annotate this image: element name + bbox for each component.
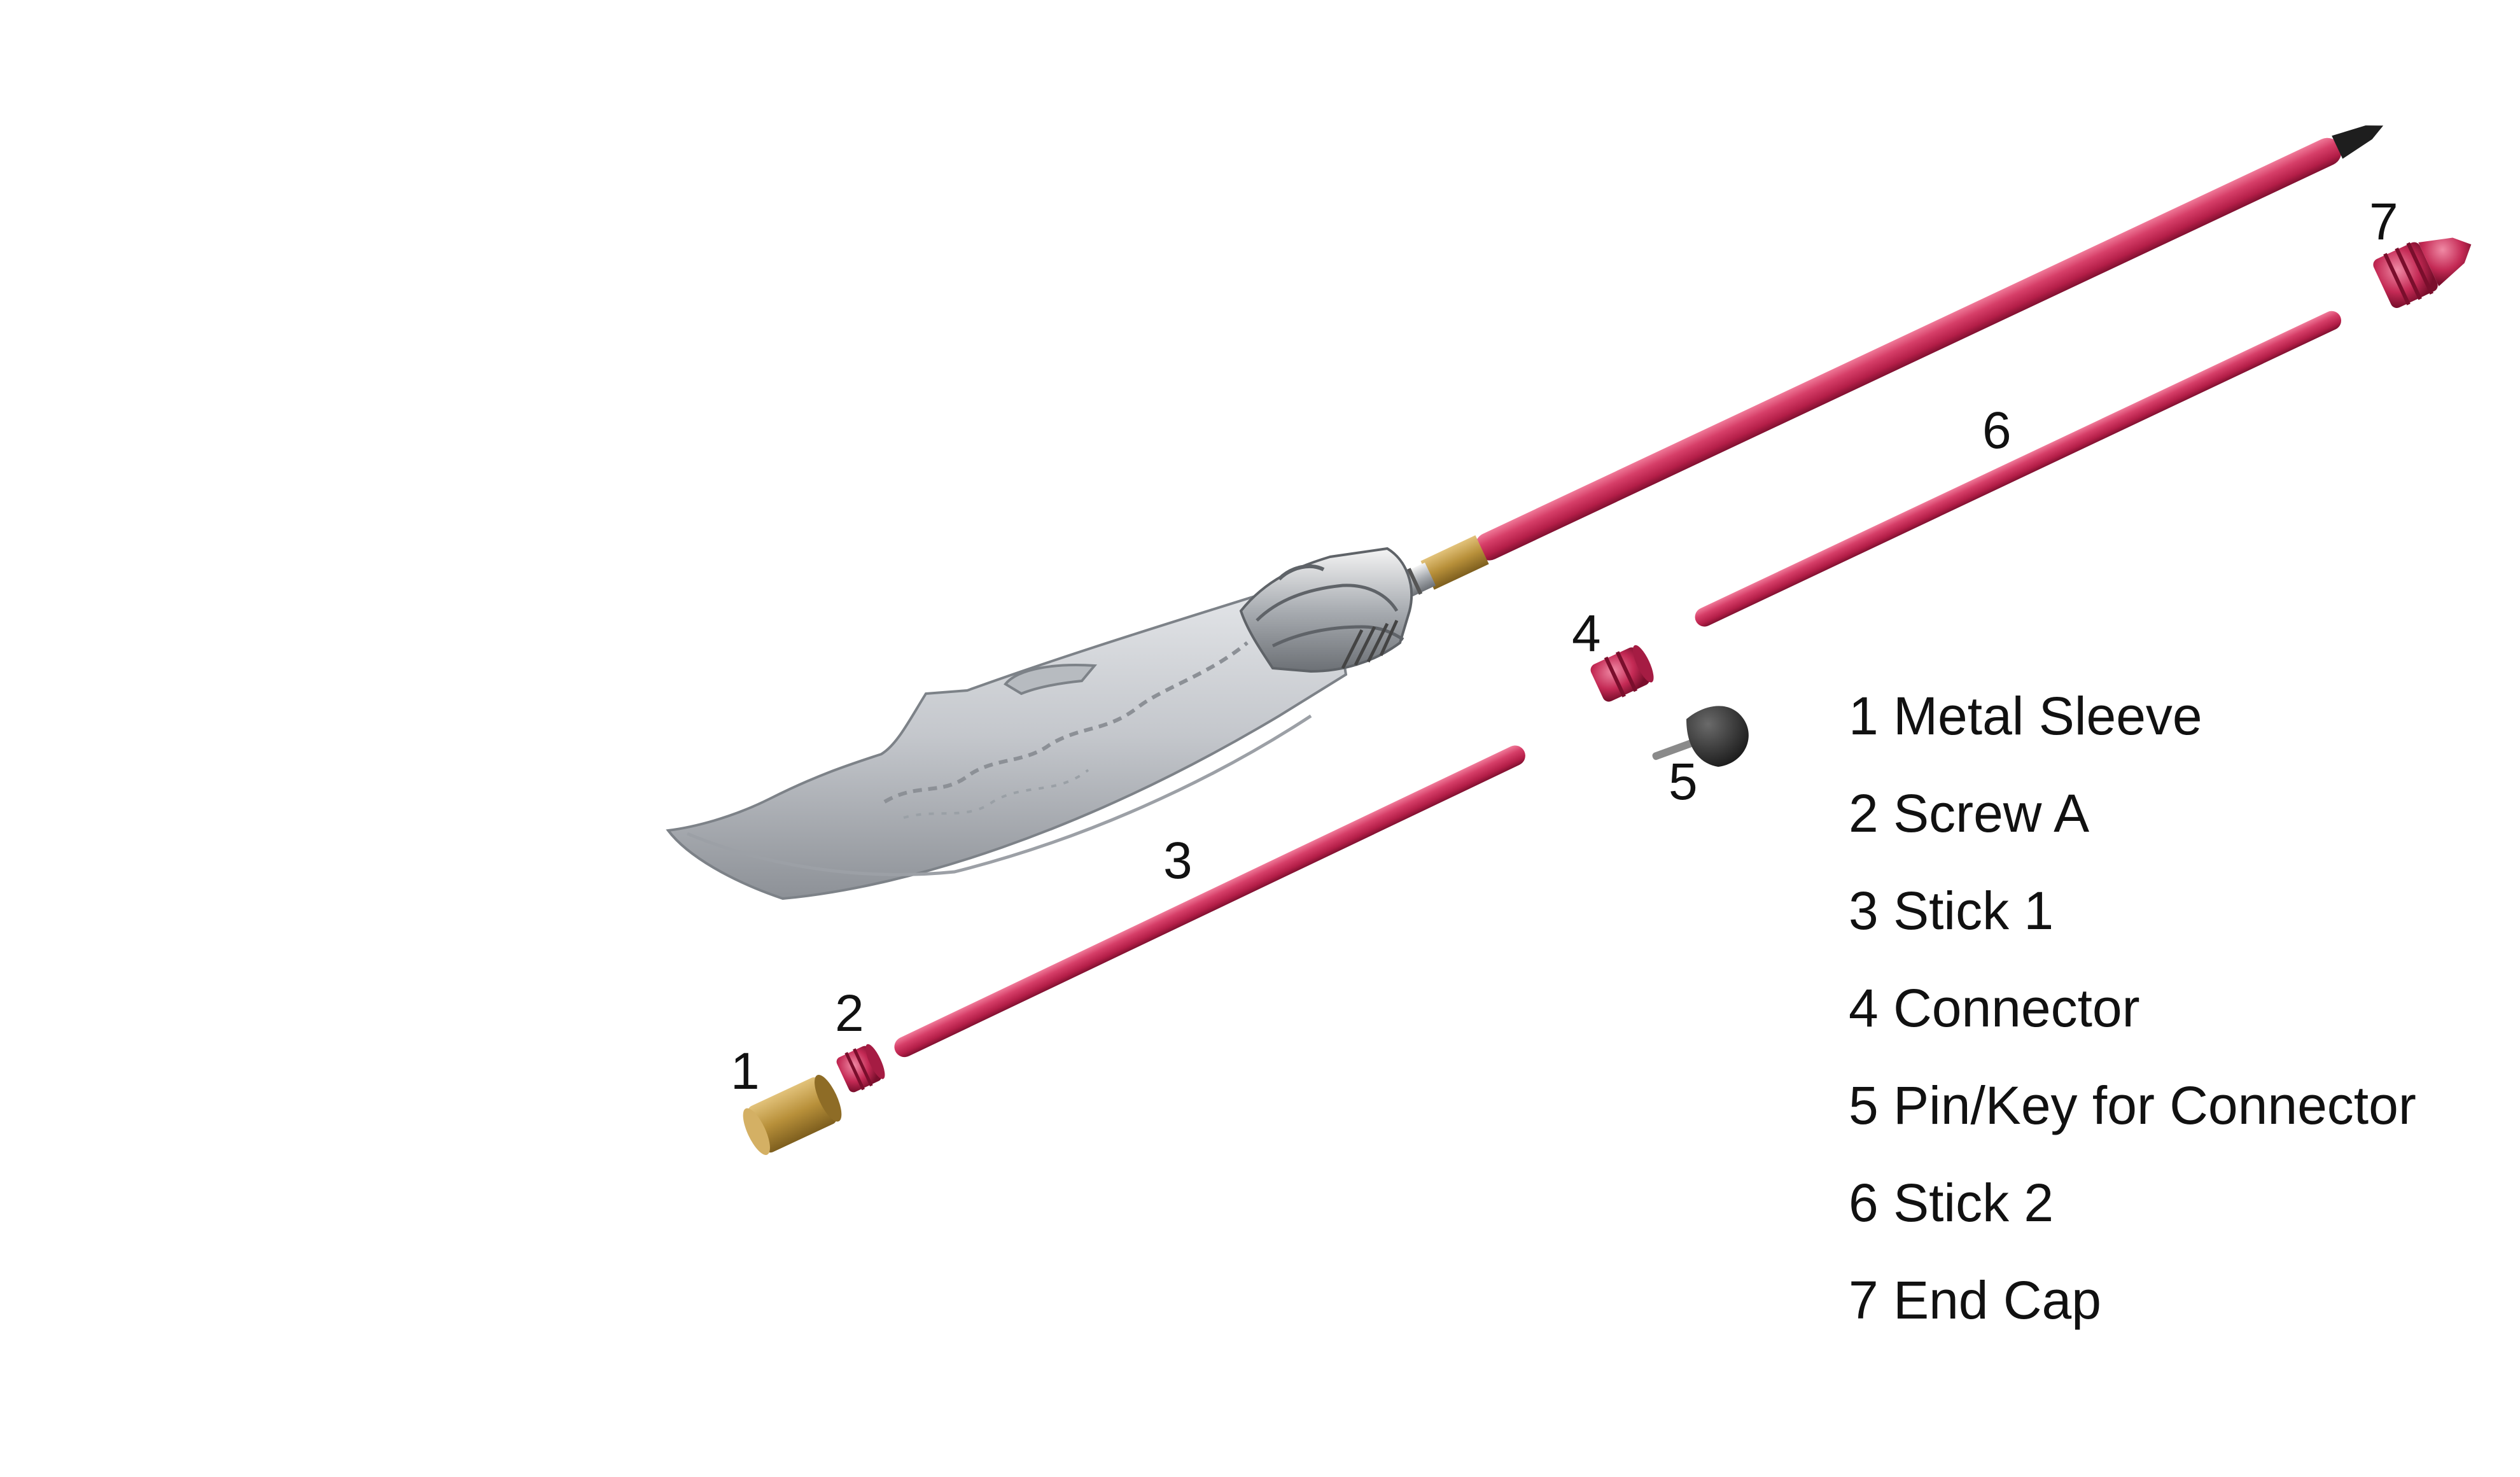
legend-label: Stick 1 [1893,881,2054,941]
connector-part [1590,645,1654,702]
callout-6: 6 [1982,402,2012,459]
legend-number: 2 [1849,783,1879,843]
legend-label: Metal Sleeve [1893,686,2202,746]
callout-5: 5 [1669,753,1698,811]
pin-key-part [1652,706,1749,767]
legend-label: End Cap [1893,1270,2101,1330]
callout-3: 3 [1163,832,1193,890]
stick-2-part [1695,311,2342,627]
legend-item: 6 Stick 2 [1849,1171,2510,1268]
screw-a-part [836,1044,885,1093]
legend-label: Connector [1893,978,2140,1038]
legend-number: 1 [1849,686,1879,746]
legend-item: 5 Pin/Key for Connector [1849,1074,2510,1171]
blade [666,547,1413,900]
callout-4: 4 [1572,605,1601,662]
legend-number: 5 [1849,1075,1879,1135]
guandao-assembled [666,125,2384,900]
legend-item: 3 Stick 1 [1849,879,2510,976]
metal-sleeve-part [743,1075,842,1155]
legend-number: 6 [1849,1173,1879,1233]
legend-item: 2 Screw A [1849,781,2510,879]
parts-legend: 1 Metal Sleeve 2 Screw A 3 Stick 1 4 Con… [1849,684,2510,1366]
legend-label: Screw A [1893,783,2090,843]
legend-number: 7 [1849,1270,1879,1330]
legend-item: 4 Connector [1849,976,2510,1074]
stick-1-part [894,745,1525,1058]
callout-2: 2 [835,984,864,1042]
legend-item: 7 End Cap [1849,1268,2510,1366]
legend-label: Stick 2 [1893,1173,2054,1233]
legend-number: 4 [1849,978,1879,1038]
end-cap-part [2373,237,2472,308]
legend-label: Pin/Key for Connector [1893,1075,2416,1135]
callout-7: 7 [2369,193,2398,251]
legend-number: 3 [1849,881,1879,941]
callout-1: 1 [731,1042,760,1100]
legend-item: 1 Metal Sleeve [1849,684,2510,781]
